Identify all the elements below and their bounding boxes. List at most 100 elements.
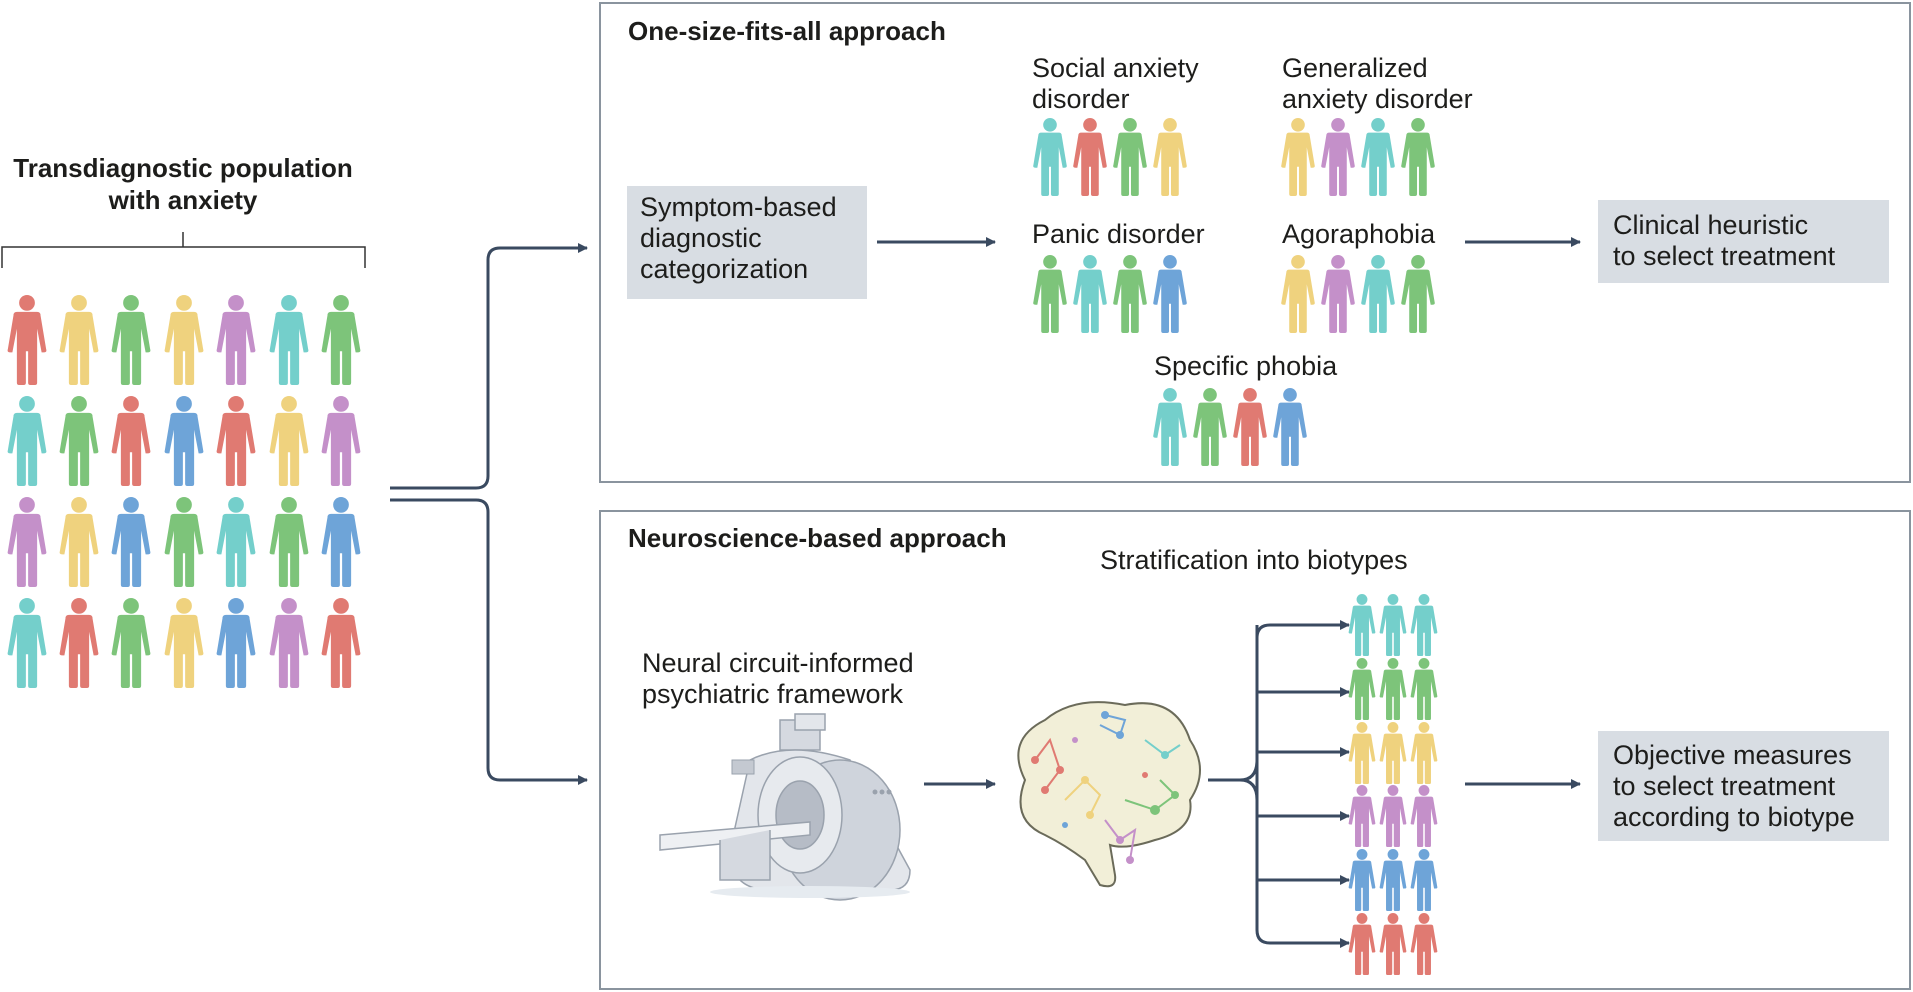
person-icon (321, 598, 361, 688)
brain-icon (1017, 701, 1201, 888)
person-icon (1321, 118, 1355, 196)
person-icon (111, 497, 151, 587)
person-icon (1348, 722, 1376, 784)
person-icon (1410, 913, 1438, 975)
person-icon (1348, 658, 1376, 720)
person-icon (1281, 255, 1315, 333)
person-icon (164, 396, 204, 486)
objective-line3: according to biotype (1613, 802, 1855, 832)
person-icon (111, 598, 151, 688)
generalized-anxiety-label: Generalized anxiety disorder (1282, 53, 1473, 115)
person-icon (1153, 118, 1187, 196)
framework-line2: psychiatric framework (642, 679, 904, 709)
social-line2: disorder (1032, 84, 1130, 114)
person-icon (7, 295, 47, 385)
person-icon (1379, 658, 1407, 720)
person-icon (1153, 388, 1187, 466)
population-title-line2: with anxiety (108, 185, 258, 215)
person-icon (1361, 118, 1395, 196)
person-icon (1410, 658, 1438, 720)
person-icon (216, 598, 256, 688)
person-icon (7, 598, 47, 688)
person-icon (164, 497, 204, 587)
panic-disorder-label: Panic disorder (1032, 219, 1205, 249)
person-icon (321, 497, 361, 587)
split-arrows (390, 243, 588, 785)
categorization-line3: categorization (640, 254, 809, 284)
person-icon (1410, 722, 1438, 784)
person-icon (1379, 785, 1407, 847)
categorization-label: Symptom-based diagnostic categorization (640, 192, 837, 285)
person-icon (216, 396, 256, 486)
population-title: Transdiagnostic population with anxiety (0, 152, 366, 216)
clinical-line1: Clinical heuristic (1613, 210, 1809, 240)
person-icon (111, 295, 151, 385)
population-title-line1: Transdiagnostic population (13, 153, 353, 183)
person-icon (1361, 255, 1395, 333)
person-icon (1348, 785, 1376, 847)
person-icon (269, 295, 309, 385)
framework-line1: Neural circuit-informed (642, 648, 914, 678)
social-line1: Social anxiety (1032, 53, 1199, 83)
person-icon (1379, 913, 1407, 975)
person-icon (216, 295, 256, 385)
person-icon (1153, 255, 1187, 333)
person-icon (7, 497, 47, 587)
person-icon (1073, 255, 1107, 333)
person-icon (1410, 594, 1438, 656)
person-icon (1033, 118, 1067, 196)
person-icon (7, 396, 47, 486)
person-icon (59, 396, 99, 486)
objective-line1: Objective measures (1613, 740, 1852, 770)
person-icon (1410, 849, 1438, 911)
person-icon (1233, 388, 1267, 466)
person-icon (59, 598, 99, 688)
person-icon (1348, 849, 1376, 911)
person-icon (1113, 118, 1147, 196)
person-icon (216, 497, 256, 587)
person-icon (1348, 913, 1376, 975)
objective-line2: to select treatment (1613, 771, 1836, 801)
person-icon (59, 497, 99, 587)
person-icon (269, 497, 309, 587)
person-icon (269, 598, 309, 688)
agoraphobia-label: Agoraphobia (1282, 219, 1436, 249)
person-icon (1281, 118, 1315, 196)
mri-scanner-icon (659, 713, 911, 901)
clinical-heuristic-box (1598, 200, 1889, 283)
neuro-arrows (924, 620, 1581, 948)
categorization-line2: diagnostic (640, 223, 762, 253)
person-icon (164, 598, 204, 688)
person-icon (1401, 255, 1435, 333)
person-icon (1379, 594, 1407, 656)
person-icon (1033, 255, 1067, 333)
objective-measures-box (1598, 731, 1889, 841)
one-size-heading: One-size-fits-all approach (628, 16, 946, 46)
person-icon (1410, 785, 1438, 847)
framework-label: Neural circuit-informed psychiatric fram… (642, 648, 914, 710)
person-icon (1193, 388, 1227, 466)
neuro-heading: Neuroscience-based approach (628, 523, 1007, 553)
clinical-line2: to select treatment (1613, 241, 1836, 271)
person-icon (111, 396, 151, 486)
people-layer (7, 118, 1438, 975)
stratification-label: Stratification into biotypes (1100, 545, 1408, 575)
person-icon (1321, 255, 1355, 333)
social-anxiety-label: Social anxiety disorder (1032, 53, 1199, 115)
person-icon (1379, 722, 1407, 784)
person-icon (1379, 849, 1407, 911)
person-icon (321, 295, 361, 385)
person-icon (269, 396, 309, 486)
person-icon (59, 295, 99, 385)
person-icon (321, 396, 361, 486)
categorization-line1: Symptom-based (640, 192, 837, 222)
person-icon (1113, 255, 1147, 333)
person-icon (1073, 118, 1107, 196)
generalized-line1: Generalized (1282, 53, 1428, 83)
specific-phobia-label: Specific phobia (1154, 351, 1338, 381)
population-bracket (1, 232, 366, 268)
person-icon (1348, 594, 1376, 656)
person-icon (1401, 118, 1435, 196)
